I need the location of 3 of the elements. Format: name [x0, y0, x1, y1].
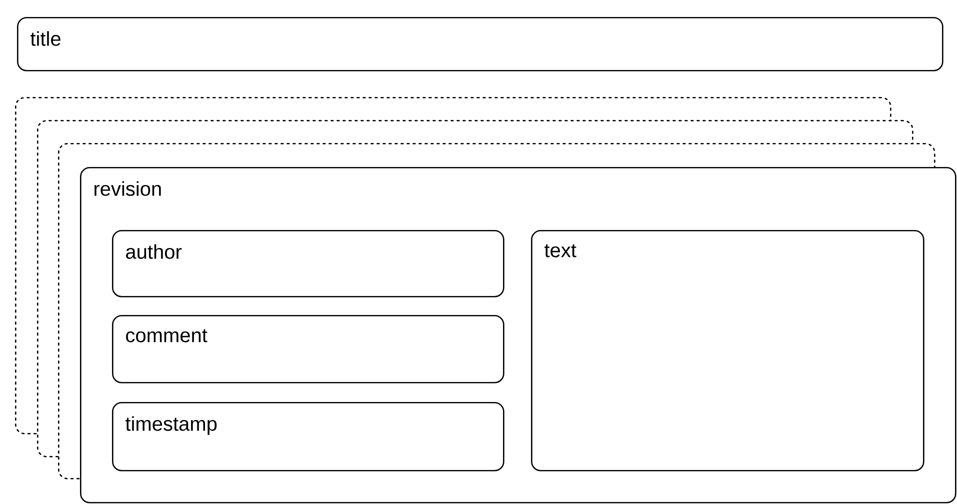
title-box: title: [17, 17, 944, 72]
field-box: comment: [112, 315, 504, 384]
field-box: author: [112, 230, 504, 298]
